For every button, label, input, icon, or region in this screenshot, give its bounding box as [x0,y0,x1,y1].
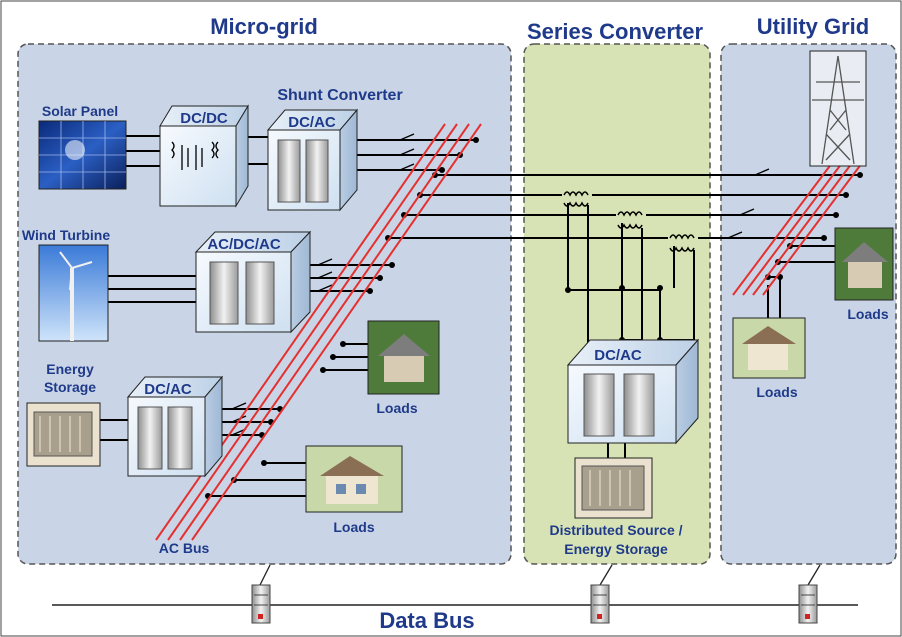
loads-label-3: Loads [847,306,888,322]
series-dcac-label: DC/AC [594,347,642,364]
storage-dcac-box [126,375,224,478]
distributed-source-icon [574,457,653,519]
loads-label-4: Loads [756,384,797,400]
loads-house-icon-4 [732,317,806,379]
shunt-converter-label: Shunt Converter [277,87,402,104]
loads-house-icon-1 [367,320,440,395]
loads-label-1: Loads [376,400,417,416]
acdcac-label: AC/DC/AC [207,236,280,253]
series-dcac-box [566,338,700,445]
dcdc-converter-box [159,104,249,208]
data-bus-server-icon-2 [590,584,610,624]
data-bus-server-icon-1 [251,584,271,624]
solar-panel-label: Solar Panel [42,103,118,119]
microgrid-title: Micro-grid [210,14,318,39]
distributed-source-label-1: Distributed Source / [549,522,682,538]
data-bus [52,564,858,606]
transmission-tower-icon [809,50,867,167]
utility-grid-title: Utility Grid [757,14,869,39]
solar-panel-icon [38,120,127,190]
ac-bus-label: AC Bus [159,540,210,556]
utility-bus-lines [732,162,863,296]
dcdc-label: DC/DC [180,110,228,127]
energy-storage-label-1: Energy [46,361,94,377]
storage-dcac-label: DC/AC [144,381,192,398]
loads-house-icon-3 [834,227,894,301]
series-transformers [562,189,698,252]
energy-storage-icon [26,402,101,467]
loads-house-icon-2 [305,445,403,513]
acdcac-converter-box [194,230,312,334]
wind-turbine-icon [38,244,109,342]
loads-label-2: Loads [333,519,374,535]
distributed-source-label-2: Energy Storage [564,541,668,557]
wind-turbine-label: Wind Turbine [22,227,110,243]
junction-dots [205,137,863,499]
shunt-dcac-box [266,108,359,212]
series-converter-title: Series Converter [527,19,704,44]
utility-grid-region [720,43,897,565]
energy-storage-label-2: Storage [44,379,96,395]
shunt-dcac-label: DC/AC [288,114,336,131]
data-bus-server-icon-3 [798,584,818,624]
data-bus-label: Data Bus [379,608,474,633]
